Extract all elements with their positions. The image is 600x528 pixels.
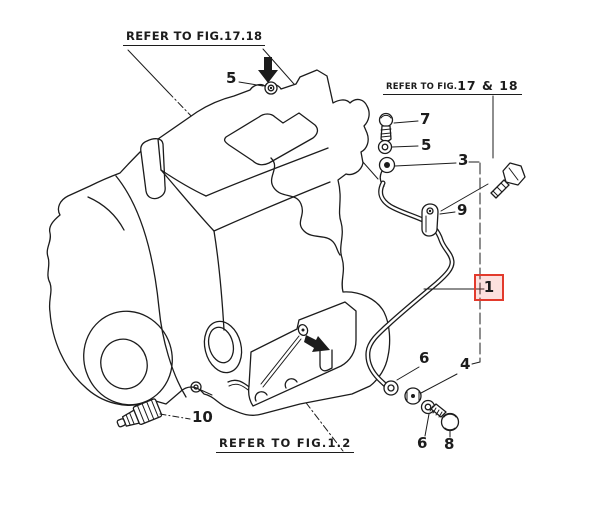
pipe-end-fitting <box>383 366 460 438</box>
reference-label-fig-1-2: REFER TO FIG.1.2 <box>216 436 355 453</box>
callout-6-washer-lower: 6 <box>417 434 428 452</box>
direction-arrow-icon <box>304 335 330 352</box>
reference-text: REFER TO FIG.1.2 <box>219 436 352 450</box>
callout-line-3-4 <box>420 162 481 394</box>
reference-text-figures: 17 & 18 <box>457 78 519 93</box>
bolt-7 <box>378 112 419 142</box>
callout-8-bolt: 8 <box>444 435 455 453</box>
callout-7-bolt: 7 <box>420 110 431 128</box>
mounting-bracket <box>247 301 357 407</box>
top-arrow-and-grommet <box>238 57 278 95</box>
highlighted-callout-1-box[interactable]: 1 <box>474 274 504 301</box>
eyelet-3 <box>378 156 480 187</box>
reference-text-prefix: REFER TO FIG. <box>386 82 458 92</box>
leader-10 <box>159 413 191 420</box>
side-bolt <box>440 162 526 212</box>
callout-9-clamp: 9 <box>457 201 468 219</box>
pipe-clamp-9 <box>421 203 456 237</box>
down-arrow-icon <box>258 57 278 83</box>
callout-4-connector: 4 <box>460 355 471 373</box>
callout-5-grommet: 5 <box>226 69 237 87</box>
reference-label-fig-17-18-left: REFER TO FIG.17.18 <box>123 29 266 46</box>
reference-label-fig-17-18-right: REFER TO FIG.17 & 18 <box>383 78 522 95</box>
callout-10-switch: 10 <box>192 408 213 426</box>
oil-pressure-switch <box>116 398 163 428</box>
callout-6-washer-upper: 6 <box>419 349 430 367</box>
washer-5 <box>377 139 419 155</box>
callout-1-oil-pipe: 1 <box>483 278 495 296</box>
callout-5-washer: 5 <box>421 136 432 154</box>
reference-text: REFER TO FIG.17.18 <box>126 29 263 43</box>
callout-3-eyelet: 3 <box>458 151 469 169</box>
